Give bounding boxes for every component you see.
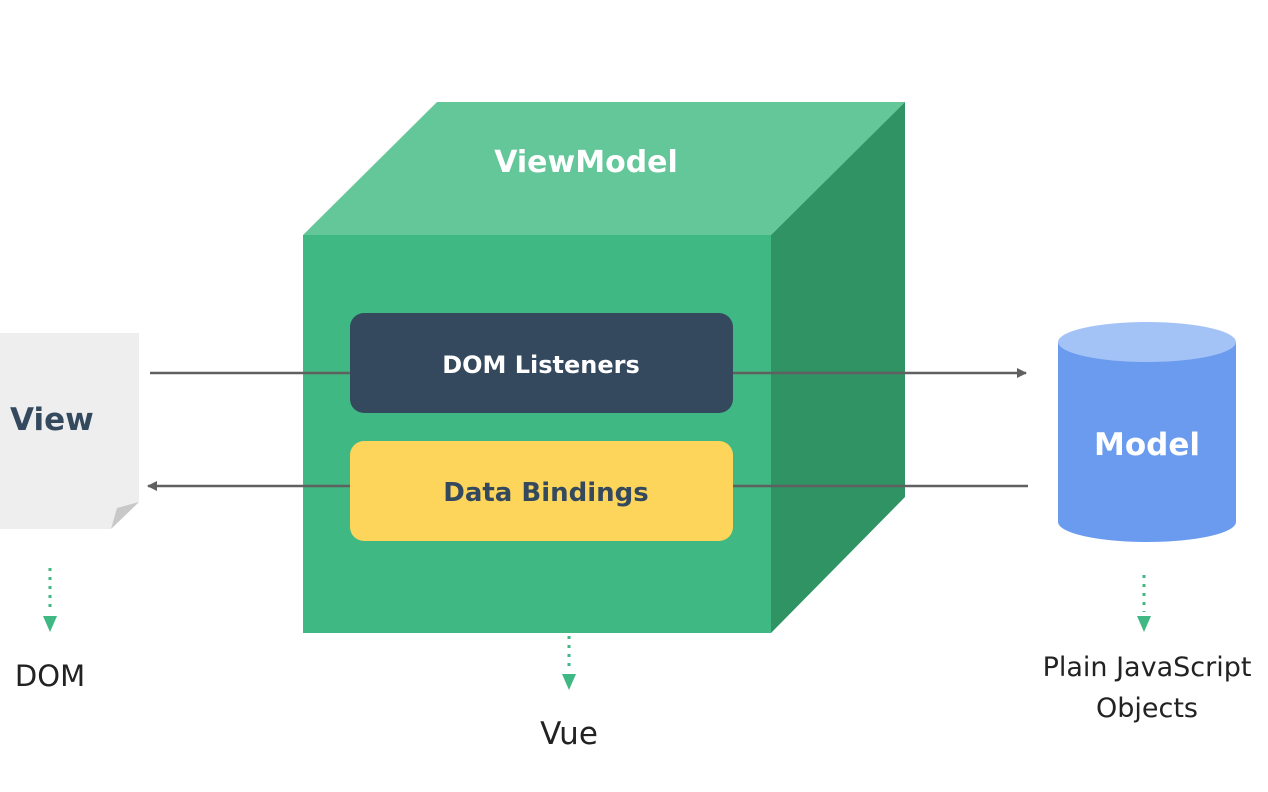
dom-listeners-box: DOM Listeners: [350, 313, 733, 413]
model-cylinder-body: [1058, 342, 1236, 542]
model-dotted-arrowhead: [1137, 616, 1151, 632]
model-caption-line1: Plain JavaScript: [1043, 652, 1252, 683]
cube-top-face: [303, 102, 905, 235]
data-bindings-rect: [350, 441, 733, 541]
viewmodel-title: ViewModel: [494, 145, 678, 180]
view-dotted-arrowhead: [43, 616, 57, 632]
dom-listeners-rect: [350, 313, 733, 413]
view-page-fold-icon: [111, 502, 139, 529]
model-label: Model: [1094, 427, 1200, 463]
viewmodel-cube: ViewModel: [303, 102, 905, 633]
dom-listeners-label: DOM Listeners: [442, 351, 640, 379]
view-page-shape: [0, 333, 139, 529]
model-cylinder-top: [1058, 322, 1236, 362]
vue-pointer: Vue: [540, 636, 598, 752]
view-node: View: [0, 333, 139, 529]
model-node: Model: [1058, 322, 1236, 542]
data-bindings-box: Data Bindings: [350, 441, 733, 541]
vue-dotted-arrowhead: [562, 674, 576, 690]
view-label: View: [10, 402, 94, 438]
view-dom-pointer: DOM: [15, 568, 85, 693]
cube-front-face: [303, 235, 771, 633]
cube-side-face: [771, 102, 905, 633]
data-bindings-label: Data Bindings: [443, 478, 649, 508]
dom-caption: DOM: [15, 659, 85, 693]
model-pointer: Plain JavaScript Objects: [1043, 575, 1252, 724]
model-caption-line2: Objects: [1096, 693, 1198, 724]
vue-caption: Vue: [540, 716, 598, 752]
